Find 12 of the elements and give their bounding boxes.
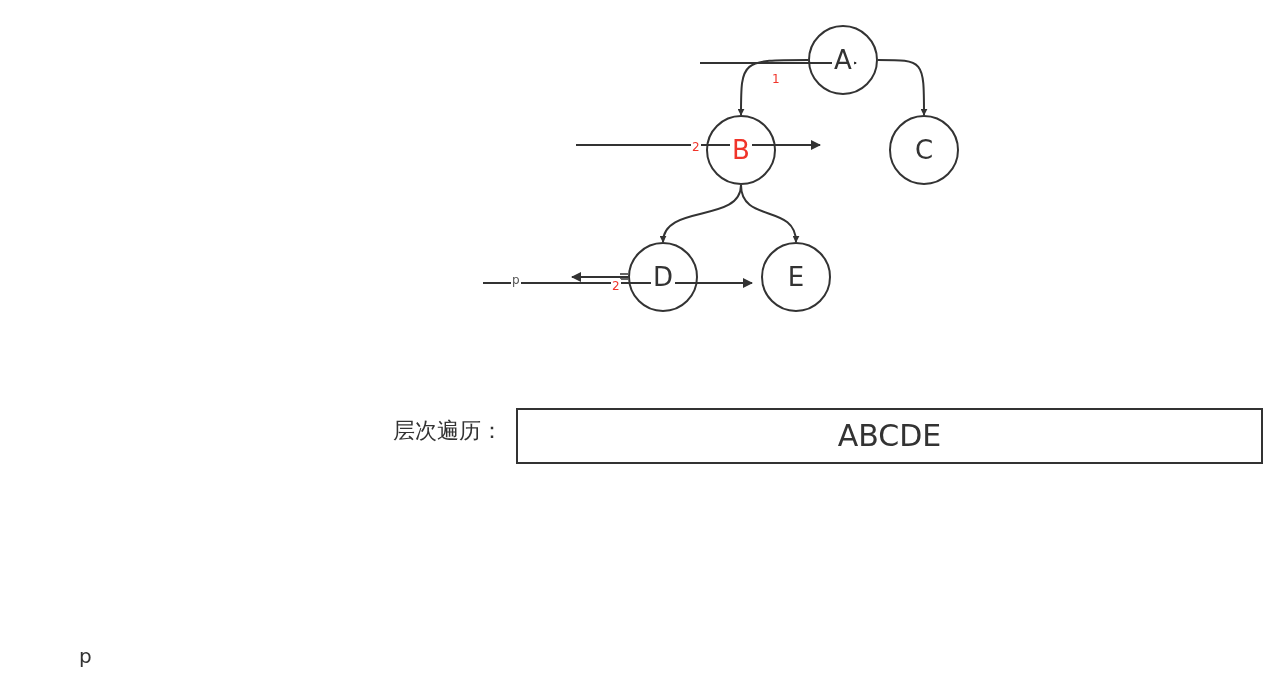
tree-node-circle	[761, 242, 831, 312]
arrow	[877, 59, 928, 116]
tree-node-circle	[628, 242, 698, 312]
tree-node-circle	[706, 115, 776, 185]
step-number: 2	[611, 279, 621, 293]
step-number: 2	[691, 140, 701, 154]
result-box	[516, 408, 1263, 464]
tree-node-circle	[808, 25, 878, 95]
step-number: 1	[771, 72, 781, 86]
row-label: 层次遍历：	[393, 420, 503, 442]
arrow	[740, 184, 799, 243]
tree-node-circle	[889, 115, 959, 185]
